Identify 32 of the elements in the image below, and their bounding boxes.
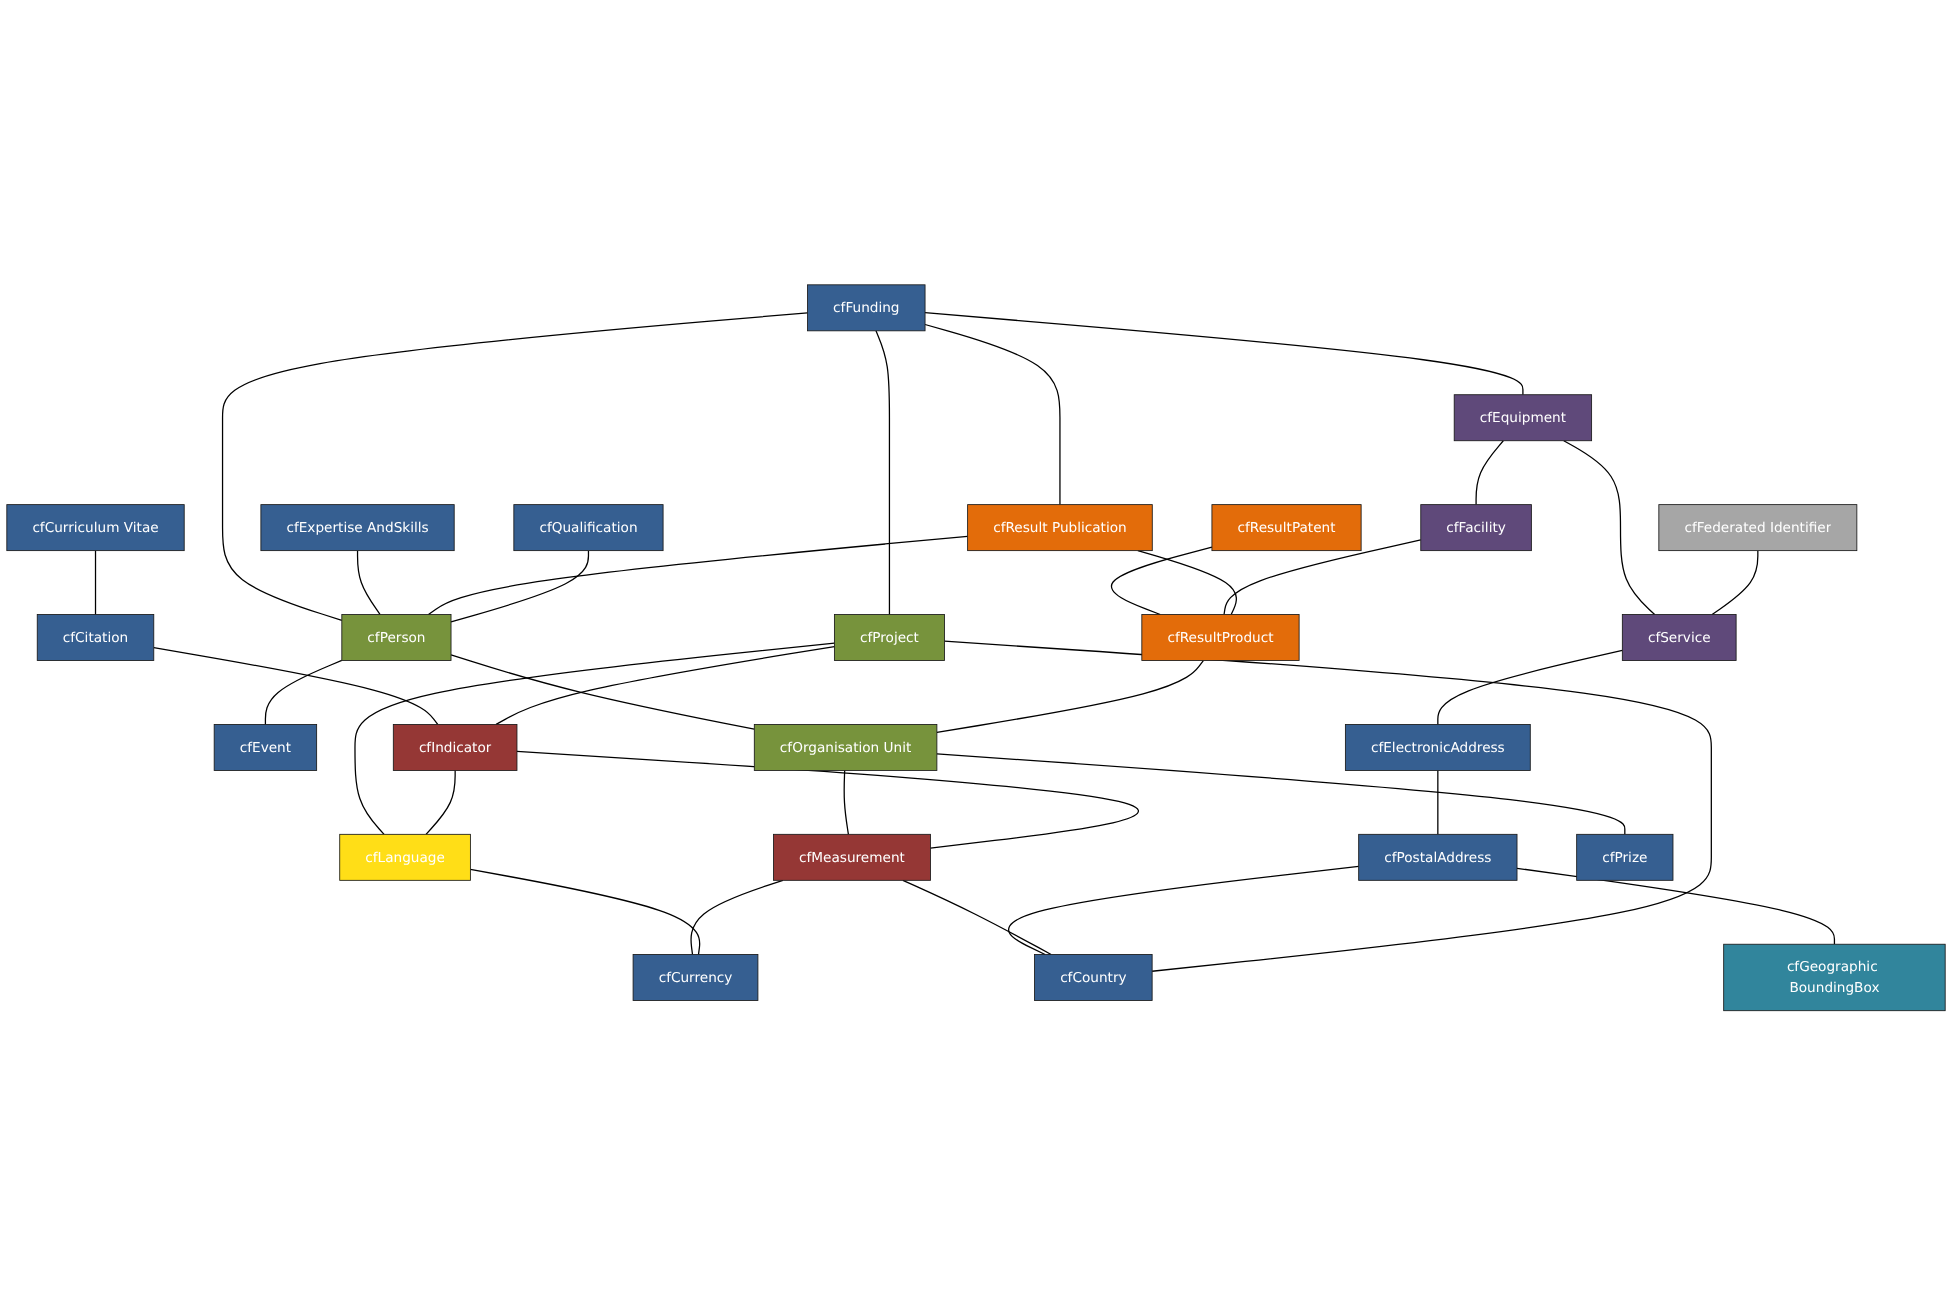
connector [450,653,755,730]
connector [427,534,969,615]
connector [1437,769,1439,835]
connector [153,646,439,725]
connector [1563,439,1656,615]
connector [924,323,1061,505]
connector [356,549,381,615]
connector [1475,439,1504,505]
connector [1516,866,1836,945]
connector [516,750,1139,848]
connector [425,769,456,835]
connector [1137,549,1237,615]
connector [924,311,1524,395]
connector [495,645,836,725]
connector [902,878,1052,955]
connector [843,769,850,835]
connector [936,659,1204,733]
connector [264,659,343,725]
connector [1008,865,1360,955]
connector [469,867,701,955]
connector [936,752,1626,835]
connector [943,639,1712,972]
connector [94,549,97,615]
connector [1223,538,1422,615]
connector [450,549,590,622]
connector [354,641,836,835]
connector [221,311,809,621]
connector [1437,649,1623,725]
connector [690,878,784,955]
connector [1711,549,1759,615]
connector [1110,545,1213,615]
connector [875,329,891,615]
